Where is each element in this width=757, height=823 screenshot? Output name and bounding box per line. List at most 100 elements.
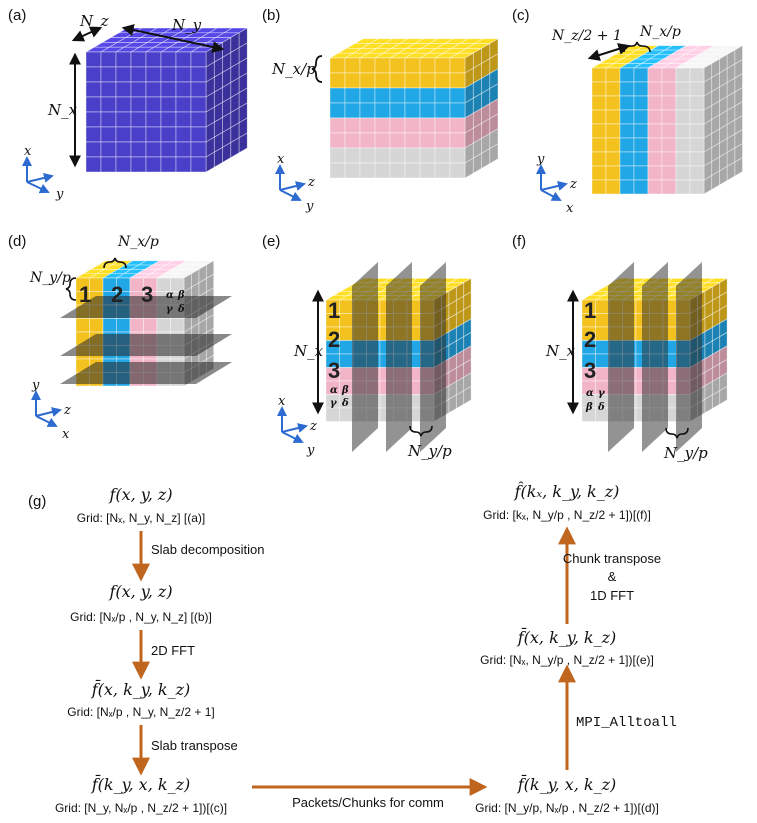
step-2d-fft: 2D FFT	[151, 643, 195, 658]
cube-grid-f	[580, 262, 729, 452]
step-ampersand: &	[608, 569, 617, 584]
dim-left-label: N_y/p	[29, 270, 71, 286]
step-slab-decomposition: Slab decomposition	[151, 542, 264, 557]
dim-ny-label: N_y	[171, 16, 202, 34]
svg-text:γ: γ	[598, 388, 605, 399]
panel-c: (c) N_z/2 + 1 N_x/p y z x	[512, 7, 744, 216]
panel-c-label: (c)	[512, 7, 530, 24]
step-slab-transpose: Slab transpose	[151, 738, 238, 753]
slab-size-label: N_x/p	[271, 60, 316, 78]
cube-grid-d	[60, 260, 232, 387]
panel-a: (a) N_z N_y N_x x y	[8, 7, 249, 202]
dim-nxp-label: N_x/p	[639, 24, 681, 40]
svg-text:z: z	[63, 403, 71, 418]
dim-top-label: N_x/p	[117, 234, 159, 250]
svg-text:z: z	[307, 175, 315, 190]
axis-triad-b: x z y	[275, 152, 315, 214]
svg-text:y: y	[31, 378, 40, 393]
dim-nz-label: N_z	[79, 12, 109, 30]
node-grid-f: Grid: [kₓ, N_y/p , N_z/2 + 1])[(f)]	[483, 508, 651, 522]
svg-text:y: y	[306, 443, 315, 458]
axis-triad-e: x z y	[277, 394, 317, 458]
svg-text:γ: γ	[166, 304, 173, 315]
panel-b: (b) N_x/p x z y	[262, 7, 500, 214]
svg-text:x: x	[278, 394, 286, 409]
slice-plane	[676, 262, 702, 452]
panel-e-label: (e)	[262, 233, 280, 250]
step-packets-chunks: Packets/Chunks for comm	[292, 795, 444, 810]
dim-nx-label-f: N_x	[545, 342, 576, 360]
panel-f: (f) N_x N_y/p 1 2 3 α γ β δ	[512, 233, 729, 462]
svg-text:3: 3	[328, 358, 340, 383]
svg-text:1: 1	[584, 298, 596, 323]
axis-triad-d: y z x	[31, 378, 71, 442]
svg-text:x: x	[277, 152, 285, 167]
node-fhat-kx-ky-kz: f̂(kₓ, k_y, k_z)	[514, 482, 620, 501]
dim-nz-half-label: N_z/2 + 1	[551, 28, 622, 44]
node-grid-c: Grid: [N_y, Nₓ/p , N_z/2 + 1])[(c)]	[55, 801, 227, 815]
slice-plane	[420, 262, 446, 452]
svg-text:α: α	[330, 385, 338, 396]
cube-grid-a	[84, 27, 249, 173]
svg-text:z: z	[569, 177, 577, 192]
svg-text:y: y	[305, 199, 314, 214]
node-fbar-x-ky-kz: f̄(x, k_y, k_z)	[91, 678, 191, 699]
slice-plane	[60, 296, 232, 318]
axis-triad-c: y z x	[536, 152, 577, 216]
axis-y-label: y	[55, 187, 64, 202]
slice-plane	[352, 262, 378, 452]
panel-f-label: (f)	[512, 233, 526, 250]
svg-text:1: 1	[328, 298, 340, 323]
svg-text:x: x	[566, 201, 574, 216]
axis-triad-a: x y	[22, 144, 64, 202]
svg-text:β: β	[341, 385, 349, 396]
node-f-xyz-slab: f(x, y, z)	[108, 582, 172, 601]
svg-text:δ: δ	[341, 398, 349, 409]
cube-grid-e	[324, 262, 473, 452]
svg-text:x: x	[62, 427, 70, 442]
slice-plane	[642, 262, 668, 452]
panel-d-label: (d)	[8, 233, 26, 250]
slice-plane	[608, 262, 634, 452]
svg-text:α: α	[166, 290, 174, 301]
svg-text:z: z	[309, 419, 317, 434]
node-grid-b: Grid: [Nₓ/p , N_y, N_z] [(b)]	[70, 610, 212, 624]
panel-g-label: (g)	[28, 493, 46, 510]
node-grid-d: Grid: [N_y/p, Nₓ/p , N_z/2 + 1])[(d)]	[475, 801, 659, 815]
dim-nyp-label-f: N_y/p	[663, 444, 708, 462]
panel-b-label: (b)	[262, 7, 280, 24]
slice-plane	[60, 362, 232, 384]
svg-text:2: 2	[328, 327, 340, 352]
step-1d-fft: 1D FFT	[590, 588, 634, 603]
panel-a-label: (a)	[8, 7, 26, 24]
dim-nyp-label-e: N_y/p	[407, 442, 452, 460]
node-fbar-ky-x-kz: f̄(k_y, x, k_z)	[91, 773, 191, 794]
svg-text:δ: δ	[177, 304, 185, 315]
svg-text:β: β	[585, 402, 593, 413]
svg-text:y: y	[536, 152, 545, 167]
svg-text:β: β	[177, 290, 185, 301]
svg-text:1: 1	[79, 282, 91, 307]
slice-plane	[386, 262, 412, 452]
dim-nx-label: N_x	[47, 101, 78, 119]
cube-grid-b	[328, 38, 500, 179]
node-fbar-ky-x-kz-chunk: f̄(k_y, x, k_z)	[517, 773, 617, 794]
node-grid-2dfft: Grid: [Nₓ/p , N_y, N_z/2 + 1]	[67, 705, 214, 719]
svg-text:2: 2	[111, 282, 123, 307]
svg-text:3: 3	[584, 358, 596, 383]
node-grid-e: Grid: [Nₓ, N_y/p , N_z/2 + 1])[(e)]	[480, 653, 654, 667]
panel-d: (d) N_x/p N_y/p 1 2 3 α β γ δ y z x	[8, 233, 232, 442]
svg-text:3: 3	[141, 282, 153, 307]
step-chunk-transpose: Chunk transpose	[563, 551, 661, 566]
panel-e: (e) N_x N_y/p 1 2 3 α β γ δ x z y	[262, 233, 473, 460]
step-mpi-alltoall: MPI_Alltoall	[576, 715, 677, 731]
slice-plane	[60, 334, 232, 356]
node-f-xyz: f(x, y, z)	[108, 485, 172, 504]
svg-text:α: α	[586, 388, 594, 399]
axis-x-label: x	[24, 144, 32, 159]
svg-text:γ: γ	[330, 398, 337, 409]
dim-nx-label-e: N_x	[293, 342, 324, 360]
cube-grid-c	[590, 44, 744, 195]
svg-text:δ: δ	[597, 402, 605, 413]
